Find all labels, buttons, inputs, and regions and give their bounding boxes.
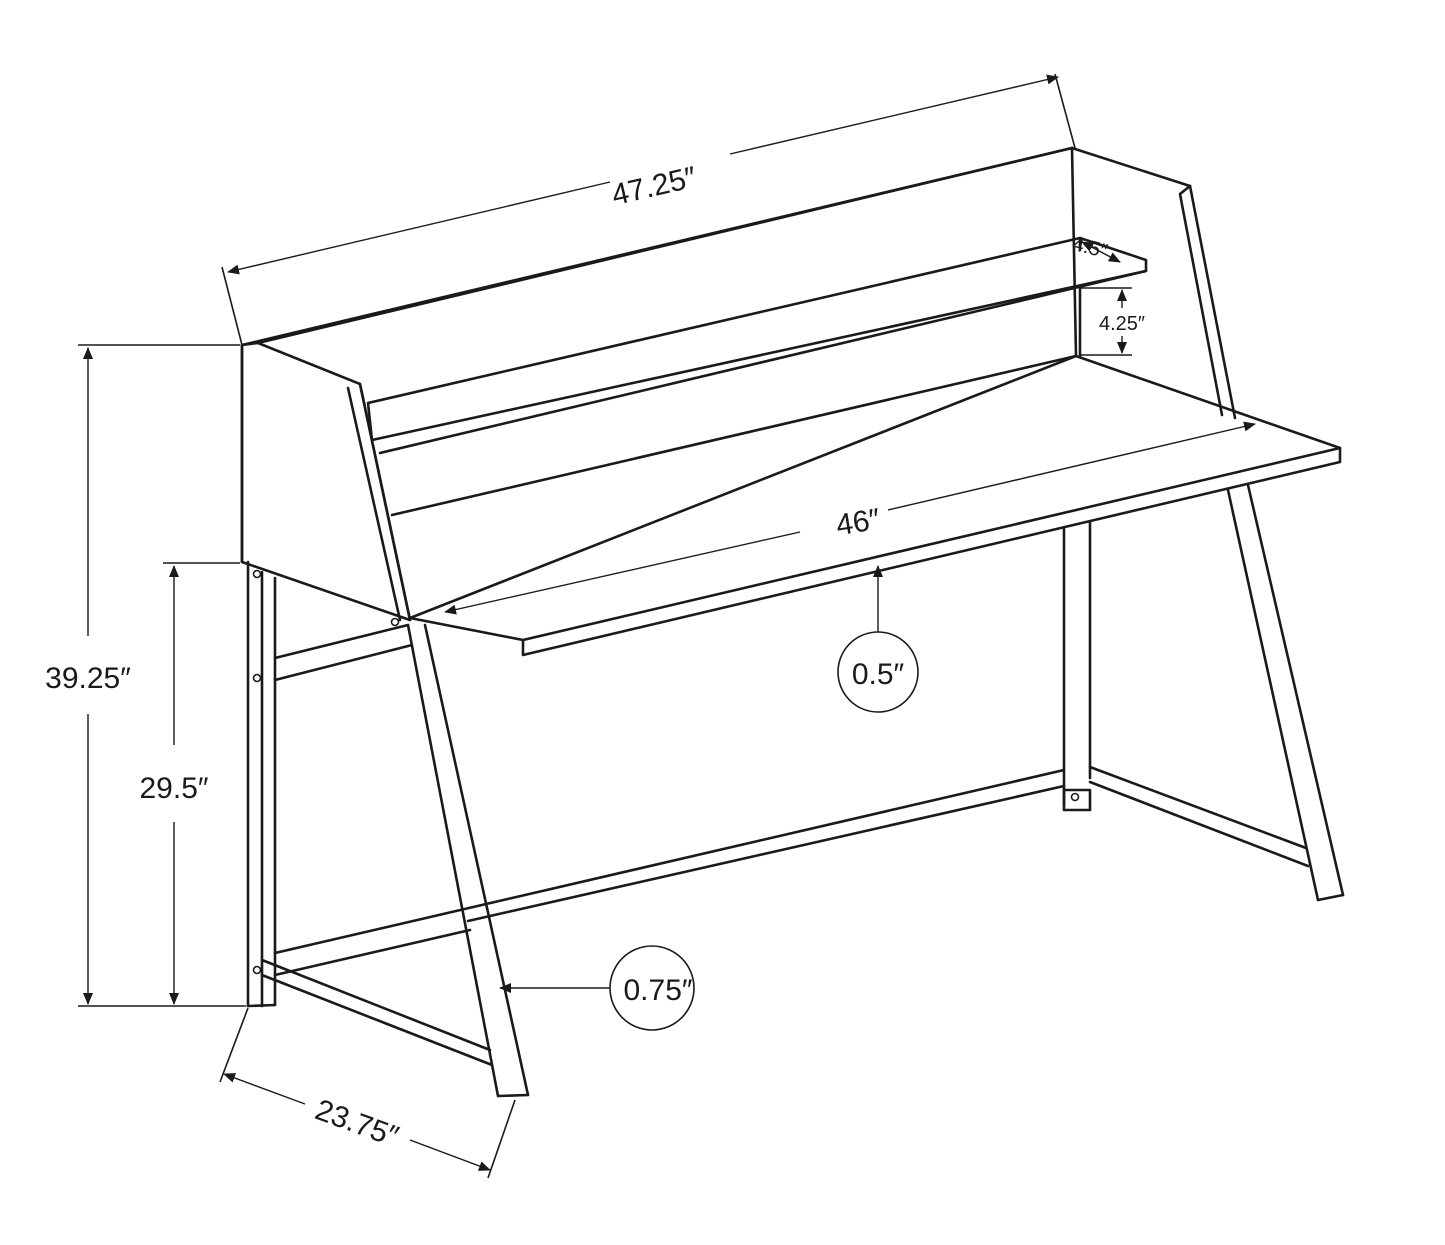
dimension-shelf-height: 4.25″ — [1080, 287, 1145, 356]
label-leg-thickness: 0.75″ — [623, 974, 692, 1007]
dimension-leg-thickness: 0.75″ — [499, 945, 695, 1031]
dimension-overall-height: 39.25″ — [45, 344, 246, 1007]
left-hutch-panel — [240, 341, 412, 622]
label-overall-width: 47.25″ — [609, 161, 700, 213]
dimension-desk-height: 29.5″ — [139, 562, 240, 1005]
label-desktop-width: 46″ — [834, 503, 883, 543]
callout-bubble — [609, 945, 695, 1031]
label-depth: 23.75″ — [311, 1093, 403, 1153]
label-shelf-height: 4.25″ — [1099, 313, 1145, 335]
hutch-shelf — [366, 236, 1148, 442]
label-overall-height: 39.25″ — [45, 662, 131, 695]
desk-outline — [240, 146, 1345, 1098]
callout-bubble — [837, 631, 919, 713]
label-desktop-thickness: 0.5″ — [852, 658, 905, 691]
dimension-desktop-thickness: 0.5″ — [837, 565, 919, 713]
dimension-desktop-width: 46″ — [444, 421, 1256, 615]
dimension-depth: 23.75″ — [219, 1007, 516, 1179]
label-desk-height: 29.5″ — [139, 772, 208, 805]
dimension-overall-width: 47.25″ — [221, 73, 1076, 346]
label-shelf-depth: 4.5″ — [1070, 233, 1109, 263]
